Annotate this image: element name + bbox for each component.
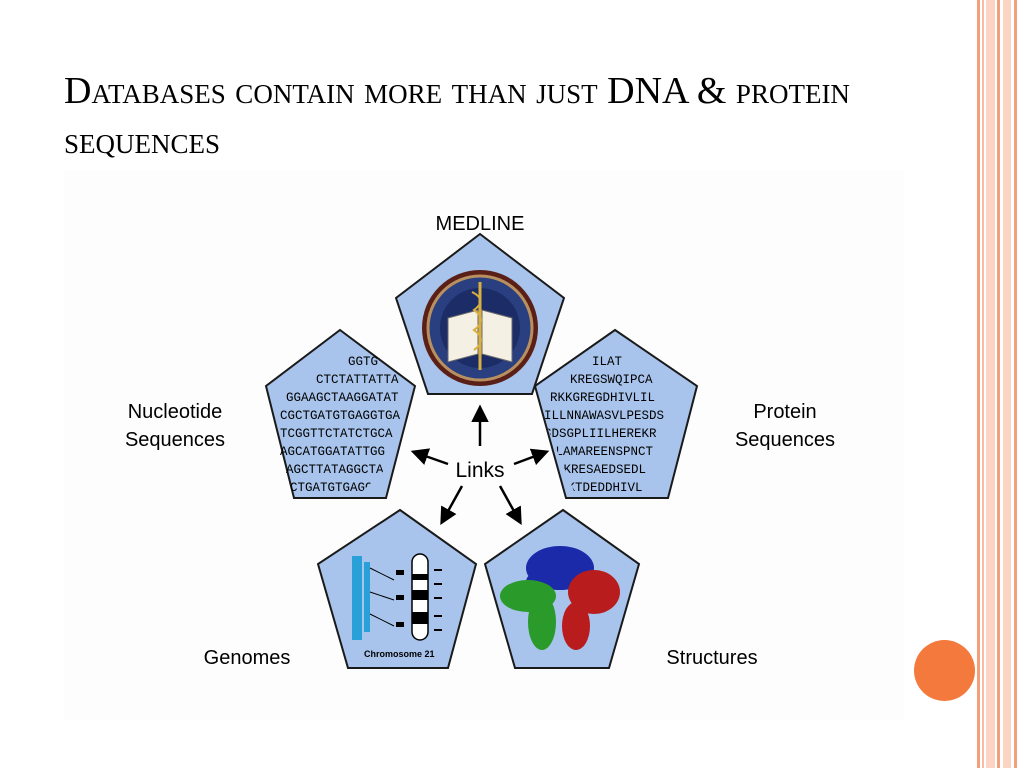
arrow-down-left	[440, 485, 464, 526]
structures-label: Structures	[666, 647, 758, 669]
protein-line-5: SDSGPLIILHEREKR	[544, 427, 657, 441]
diagram-graphics: GGTG CTCTATTATTA GGAAGCTAAGGATAT CGCTGAT…	[264, 232, 699, 669]
protein-line-3: RKKGREGDHIVLIL	[550, 391, 655, 405]
protein-label: Protein Sequences	[734, 401, 836, 451]
nucleotide-sequence-text: GGTG CTCTATTATTA GGAAGCTAAGGATAT CGCTGAT…	[280, 355, 401, 495]
decor-stripe-6	[1014, 0, 1017, 768]
chromosome-label: Chromosome 21	[364, 649, 435, 659]
nucleotide-pentagon	[264, 328, 417, 499]
protein-line-8: KKTDEDDHIVL	[560, 481, 643, 495]
arrow-right	[513, 448, 550, 466]
nucleotide-line-2: CTCTATTATTA	[316, 373, 399, 387]
nucleotide-line-4: CGCTGATGTGAGGTGA	[280, 409, 401, 423]
database-links-diagram: GGTG CTCTATTATTA GGAAGCTAAGGATAT CGCTGAT…	[64, 170, 904, 720]
nucleotide-label: Nucleotide Sequences	[124, 401, 226, 451]
decor-stripe-5	[1003, 0, 1011, 768]
nucleotide-line-1: GGTG	[348, 355, 378, 369]
slide-title: Databases contain more than just DNA & p…	[64, 70, 850, 162]
arrow-left	[410, 448, 449, 466]
decor-stripe-2	[982, 0, 984, 768]
link-arrows	[410, 404, 550, 526]
protein-line-7: IKRESAEDSEDL	[556, 463, 646, 477]
nucleotide-line-3: GGAAGCTAAGGATAT	[286, 391, 399, 405]
decor-stripe-1	[977, 0, 980, 768]
nucleotide-line-8: CTGATGTGAGGT	[290, 481, 381, 495]
decor-stripe-4	[997, 0, 1000, 768]
nlm-seal-icon	[422, 270, 538, 386]
protein-line-2: KREGSWQIPCA	[570, 373, 653, 387]
nucleotide-line-7: AGCTTATAGGCTA	[286, 463, 384, 477]
accent-dot	[914, 640, 975, 701]
nucleotide-line-6: AGCATGGATATTGG	[280, 445, 385, 459]
genomes-label: Genomes	[203, 647, 291, 669]
medline-label: MEDLINE	[435, 213, 525, 235]
chromosome-icon: Chromosome 21	[352, 553, 442, 659]
protein-pentagon	[533, 328, 699, 499]
links-label: Links	[455, 459, 505, 482]
protein-line-6: ALAMAREENSPNCT	[548, 445, 654, 459]
nucleotide-line-5: TCGGTTCTATCTGCA	[280, 427, 393, 441]
protein-structure-icon	[500, 546, 620, 650]
arrow-down-right	[498, 485, 522, 526]
protein-line-4: ILLNNAWASVLPESDS	[544, 409, 664, 423]
decor-stripe-3	[986, 0, 995, 768]
genomes-pentagon	[316, 508, 478, 669]
protein-line-1: ILAT	[592, 355, 623, 369]
protein-sequence-text: ILAT KREGSWQIPCA RKKGREGDHIVLIL ILLNNAWA…	[544, 355, 664, 495]
